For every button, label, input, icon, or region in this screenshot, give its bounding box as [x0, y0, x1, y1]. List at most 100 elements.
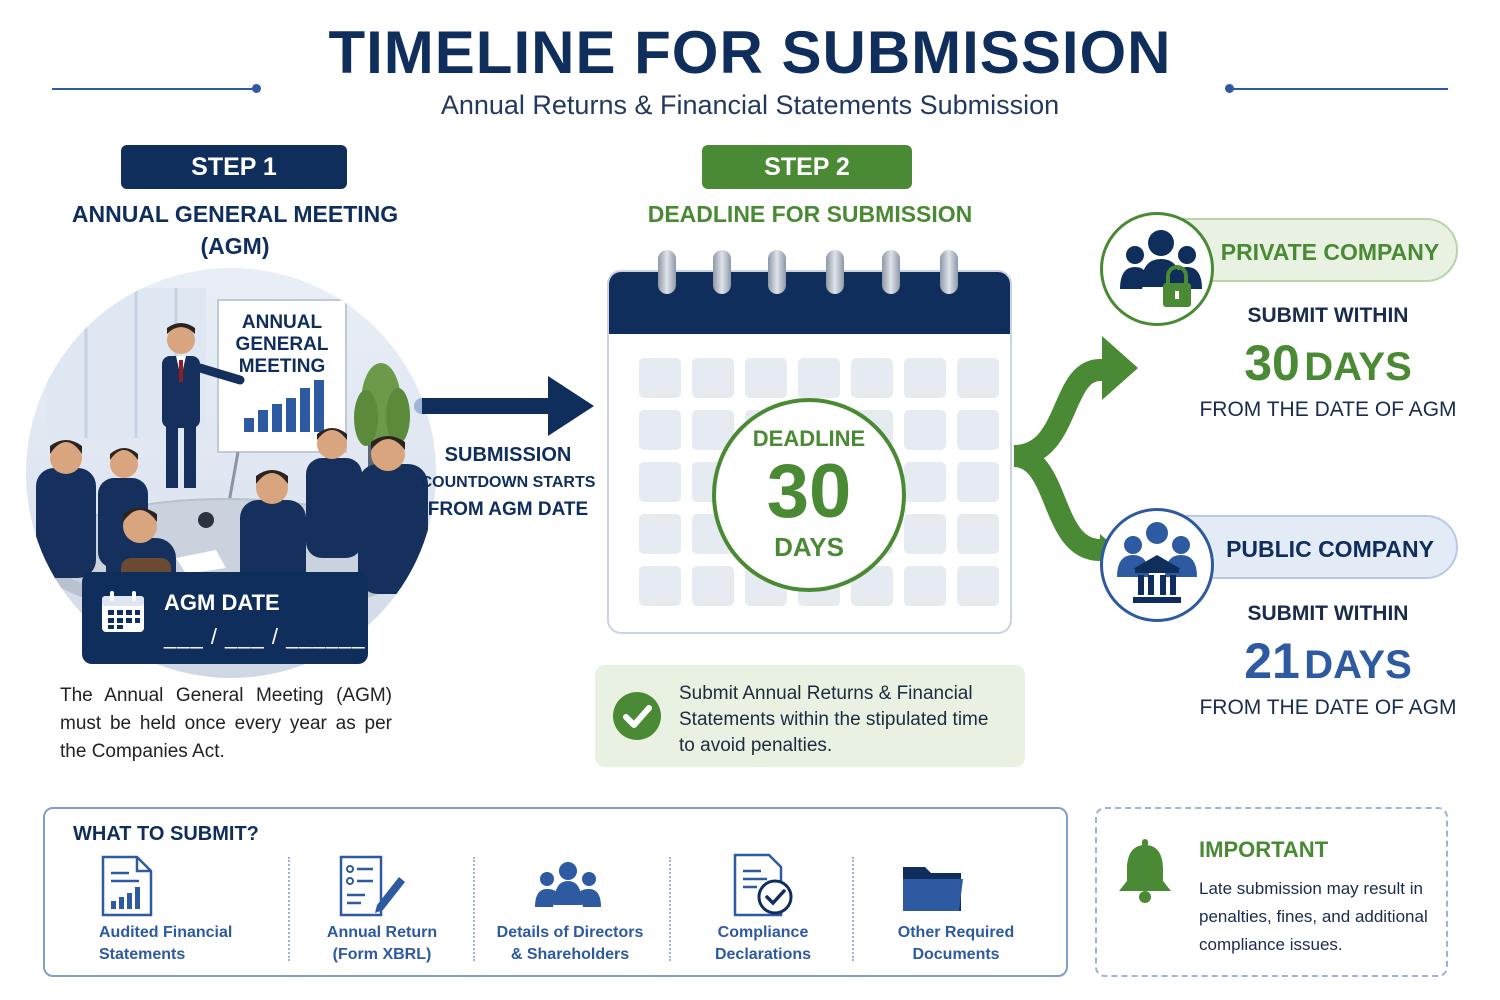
step2-heading: DEADLINE FOR SUBMISSION	[647, 201, 973, 227]
public-from-agm: FROM THE DATE OF AGM	[1199, 696, 1457, 719]
form-pen-icon	[339, 855, 405, 917]
deadline-unit: DAYS	[774, 532, 844, 562]
board-line3: MEETING	[238, 356, 326, 377]
calendar-day-cell	[957, 358, 999, 398]
people-institution-icon	[1117, 522, 1197, 603]
private-days-unit: DAYS	[1304, 345, 1412, 389]
what-to-submit-panel: WHAT TO SUBMIT? Audited Financial Statem…	[43, 807, 1068, 977]
financial-report-icon	[101, 855, 153, 917]
countdown-line1: SUBMISSION	[444, 444, 572, 466]
calendar-day-cell	[639, 566, 681, 606]
calendar-day-cell	[639, 410, 681, 450]
countdown-arrow-icon	[414, 376, 594, 436]
checkmark-icon	[613, 692, 661, 740]
submit-item-line2: Statements	[99, 946, 186, 963]
private-days-number: 30	[1244, 335, 1300, 391]
board-line1: ANNUAL	[241, 312, 323, 333]
item-divider	[852, 857, 854, 961]
deadline-number: 30	[766, 449, 852, 534]
submit-item-label: Other Required Documents	[871, 922, 1041, 966]
private-from-agm: FROM THE DATE OF AGM	[1199, 398, 1457, 421]
submit-item-label: Compliance Declarations	[689, 922, 837, 966]
calendar-day-cell	[639, 514, 681, 554]
title-divider-left	[52, 88, 257, 90]
whiteboard-text: ANNUAL GENERAL MEETING	[218, 312, 346, 378]
document-check-icon	[733, 853, 793, 917]
calendar-day-cell	[904, 462, 946, 502]
what-to-submit-title: WHAT TO SUBMIT?	[73, 823, 259, 845]
step1-heading: ANNUAL GENERAL MEETING (AGM)	[40, 198, 430, 262]
calendar-icon	[102, 591, 144, 632]
submit-item-line1: Annual Return	[326, 924, 438, 941]
agm-description: The Annual General Meeting (AGM) must be…	[60, 685, 392, 762]
item-divider	[473, 857, 475, 961]
submit-item-line1: Audited Financial	[99, 924, 233, 941]
calendar-ring	[882, 250, 900, 294]
calendar-day-cell	[957, 462, 999, 502]
board-line2: GENERAL	[235, 334, 329, 355]
calendar-day-cell	[904, 358, 946, 398]
agm-date-label: AGM DATE	[164, 590, 280, 615]
submit-item-label: Details of Directors & Shareholders	[485, 922, 655, 966]
calendar-ring	[713, 250, 731, 294]
submit-item-line2: (Form XBRL)	[332, 946, 432, 963]
page-title: TIMELINE FOR SUBMISSION	[328, 19, 1172, 86]
calendar-day-cell	[639, 462, 681, 502]
public-submit-within: SUBMIT WITHIN	[1247, 602, 1409, 625]
important-panel: IMPORTANT Late submission may result in …	[1095, 807, 1448, 977]
title-divider-left-dot	[252, 84, 261, 93]
title-divider-right-dot	[1225, 84, 1234, 93]
submit-item-line2: Documents	[912, 946, 1000, 963]
item-divider	[288, 857, 290, 961]
submit-item-line2: & Shareholders	[510, 946, 630, 963]
deadline-note: Submit Annual Returns & Financial Statem…	[595, 665, 1025, 767]
people-group-icon	[535, 862, 601, 907]
calendar-day-cell	[798, 358, 840, 398]
calendar-day-cell	[851, 358, 893, 398]
title-divider-right	[1230, 88, 1448, 90]
submit-item-line1: Compliance	[717, 924, 809, 941]
bell-icon	[1119, 839, 1171, 903]
important-text: Late submission may result in penalties,…	[1199, 879, 1428, 954]
calendar-day-cell	[692, 566, 734, 606]
agm-date-blank-field[interactable]: ___ / ___ / ______	[164, 624, 366, 649]
page-subtitle: Annual Returns & Financial Statements Su…	[440, 90, 1060, 120]
calendar-ring	[768, 250, 786, 294]
calendar-day-cell	[904, 566, 946, 606]
calendar-day-cell	[745, 358, 787, 398]
step1-heading-line2: (AGM)	[200, 233, 270, 259]
submit-item-line2: Declarations	[714, 946, 812, 963]
step1-badge: STEP 1	[121, 145, 347, 189]
public-deadline: 21 DAYS	[1168, 632, 1488, 690]
private-deadline: 30 DAYS	[1168, 334, 1488, 392]
private-company-badge	[1100, 212, 1214, 326]
countdown-line3: FROM AGM DATE	[427, 499, 589, 520]
submit-item-line1: Other Required	[897, 924, 1015, 941]
deadline-badge: DEADLINE 30 DAYS	[712, 398, 906, 592]
private-submit-within: SUBMIT WITHIN	[1247, 304, 1409, 327]
calendar-day-cell	[904, 410, 946, 450]
calendar-day-cell	[639, 358, 681, 398]
countdown-line2: COUNTDOWN STARTS	[420, 474, 596, 491]
calendar-ring	[940, 250, 958, 294]
public-days-unit: DAYS	[1304, 643, 1412, 687]
calendar-ring	[826, 250, 844, 294]
agm-date-card: AGM DATE ___ / ___ / ______	[82, 572, 368, 664]
item-divider	[669, 857, 671, 961]
calendar-day-cell	[957, 514, 999, 554]
calendar-day-cell	[904, 514, 946, 554]
calendar-day-cell	[692, 358, 734, 398]
people-lock-icon	[1120, 230, 1202, 307]
important-title: IMPORTANT	[1199, 837, 1329, 862]
submit-item-label: Annual Return (Form XBRL)	[307, 922, 457, 966]
calendar-day-cell	[957, 566, 999, 606]
public-days-number: 21	[1244, 633, 1300, 689]
folder-icon	[903, 867, 963, 911]
public-company-badge	[1100, 508, 1214, 622]
calendar-day-cell	[957, 410, 999, 450]
step2-badge: STEP 2	[702, 145, 912, 189]
step1-heading-line1: ANNUAL GENERAL MEETING	[71, 201, 399, 227]
submit-item-line1: Details of Directors	[496, 924, 644, 941]
submit-item-label: Audited Financial Statements	[65, 922, 260, 966]
deadline-note-text: Submit Annual Returns & Financial Statem…	[679, 683, 989, 756]
